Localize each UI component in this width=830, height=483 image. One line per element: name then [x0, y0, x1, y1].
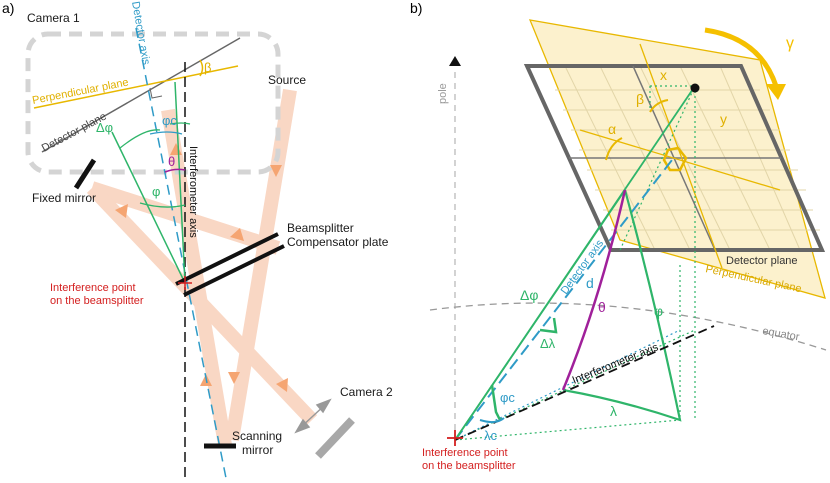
compensator-plate-label: Compensator plate	[287, 235, 389, 249]
equator-label: equator	[761, 325, 800, 343]
perp-axis-2	[639, 43, 723, 269]
interference-point-label-b-2: on the beamsplitter	[422, 460, 516, 472]
equator-arc	[429, 302, 827, 351]
pole-arrow-head	[449, 56, 461, 66]
phi-c-label-a: φc	[162, 113, 177, 128]
scanning-mirror-label-1: Scanning	[232, 429, 282, 443]
interference-point-cross-b	[447, 430, 463, 446]
beta-arc-b	[649, 99, 669, 113]
phi-label-a: φ	[152, 184, 160, 199]
interferometer-axis-label-a: Interferometer axis	[187, 146, 199, 238]
interferometer-axis-label-b: Interferometer axis	[571, 341, 661, 387]
theta-arc-b	[561, 189, 627, 391]
lambda-label: λ	[610, 403, 617, 419]
alpha-arc	[605, 137, 623, 161]
green-ray-1	[111, 131, 186, 284]
camera2-body	[315, 417, 355, 459]
beamsplitter-label: Beamsplitter	[287, 221, 354, 235]
phi-c-marker	[490, 384, 502, 421]
panel-a-label: a)	[2, 0, 14, 16]
beta-label-a: β	[204, 60, 211, 75]
delta-phi-arc	[119, 129, 161, 149]
delta-phi-label-b: Δφ	[520, 287, 538, 303]
camera2-move-arrow	[294, 398, 332, 434]
center-marker	[662, 146, 688, 172]
right-angle-marker	[149, 87, 163, 99]
gamma-label: γ	[786, 35, 794, 52]
beta-arc	[199, 59, 204, 77]
phi-c-arc-2	[169, 122, 191, 125]
source-label: Source	[268, 73, 306, 87]
panel-b	[429, 19, 827, 446]
d-label: d	[586, 275, 594, 291]
lambda-c-label: λc	[484, 428, 498, 443]
interference-point-label-b-1: Interference point	[422, 447, 508, 459]
phi-label-b: φ	[654, 303, 663, 319]
perp-axis-1	[579, 129, 781, 191]
detector-plane-label-b: Detector plane	[726, 255, 798, 267]
panel-b-label: b)	[410, 0, 422, 16]
gamma-arrow-head	[766, 84, 786, 100]
phi-c-label-b: φc	[500, 390, 515, 405]
camera1-box	[25, 31, 281, 175]
theta-arc	[164, 168, 186, 173]
green-spherical-triangle	[562, 189, 682, 422]
fixed-mirror-label: Fixed mirror	[32, 191, 96, 205]
perpendicular-plane-line	[33, 65, 239, 109]
panel-a	[25, 27, 355, 479]
delta-lambda-marker	[539, 317, 558, 334]
camera2-label: Camera 2	[340, 385, 393, 399]
beamsplitter-plate	[175, 232, 279, 286]
pole-label: pole	[437, 83, 449, 104]
y-label: y	[720, 111, 727, 127]
green-ray-2	[174, 81, 186, 284]
interference-point-cross	[178, 276, 192, 290]
fixed-mirror	[73, 158, 97, 190]
gamma-arc	[704, 27, 779, 87]
theta-label-b: θ	[598, 299, 606, 315]
phi-arc	[139, 202, 186, 208]
delta-phi-label-a: Δφ	[96, 120, 113, 135]
interference-point-label-a-1: Interference point	[50, 282, 136, 294]
detector-plane-line	[41, 37, 241, 153]
x-label: x	[660, 67, 667, 83]
light-beams	[86, 88, 318, 447]
detector-plane-shape	[523, 64, 826, 252]
beam-arrows	[115, 143, 288, 392]
detector-axis-line	[135, 27, 227, 479]
beta-label-b: β	[636, 91, 644, 107]
dotted-lines	[454, 85, 696, 441]
camera1-label: Camera 1	[27, 11, 80, 25]
target-point	[690, 83, 700, 93]
delta-lambda-label: Δλ	[540, 336, 556, 351]
scanning-mirror-label-2: mirror	[242, 443, 273, 457]
panel-a-labels: a) Camera 1 Detector axis Source β Perpe…	[2, 0, 393, 457]
detector-axis-b	[454, 159, 673, 441]
interference-point-label-a-2: on the beamsplitter	[50, 295, 144, 307]
compensator-plate	[183, 244, 285, 297]
lambda-c-marker	[479, 417, 505, 424]
alpha-label: α	[608, 121, 616, 137]
theta-label-a: θ	[168, 154, 175, 169]
green-ray-b-2	[454, 189, 626, 441]
phi-c-arc	[149, 131, 183, 135]
